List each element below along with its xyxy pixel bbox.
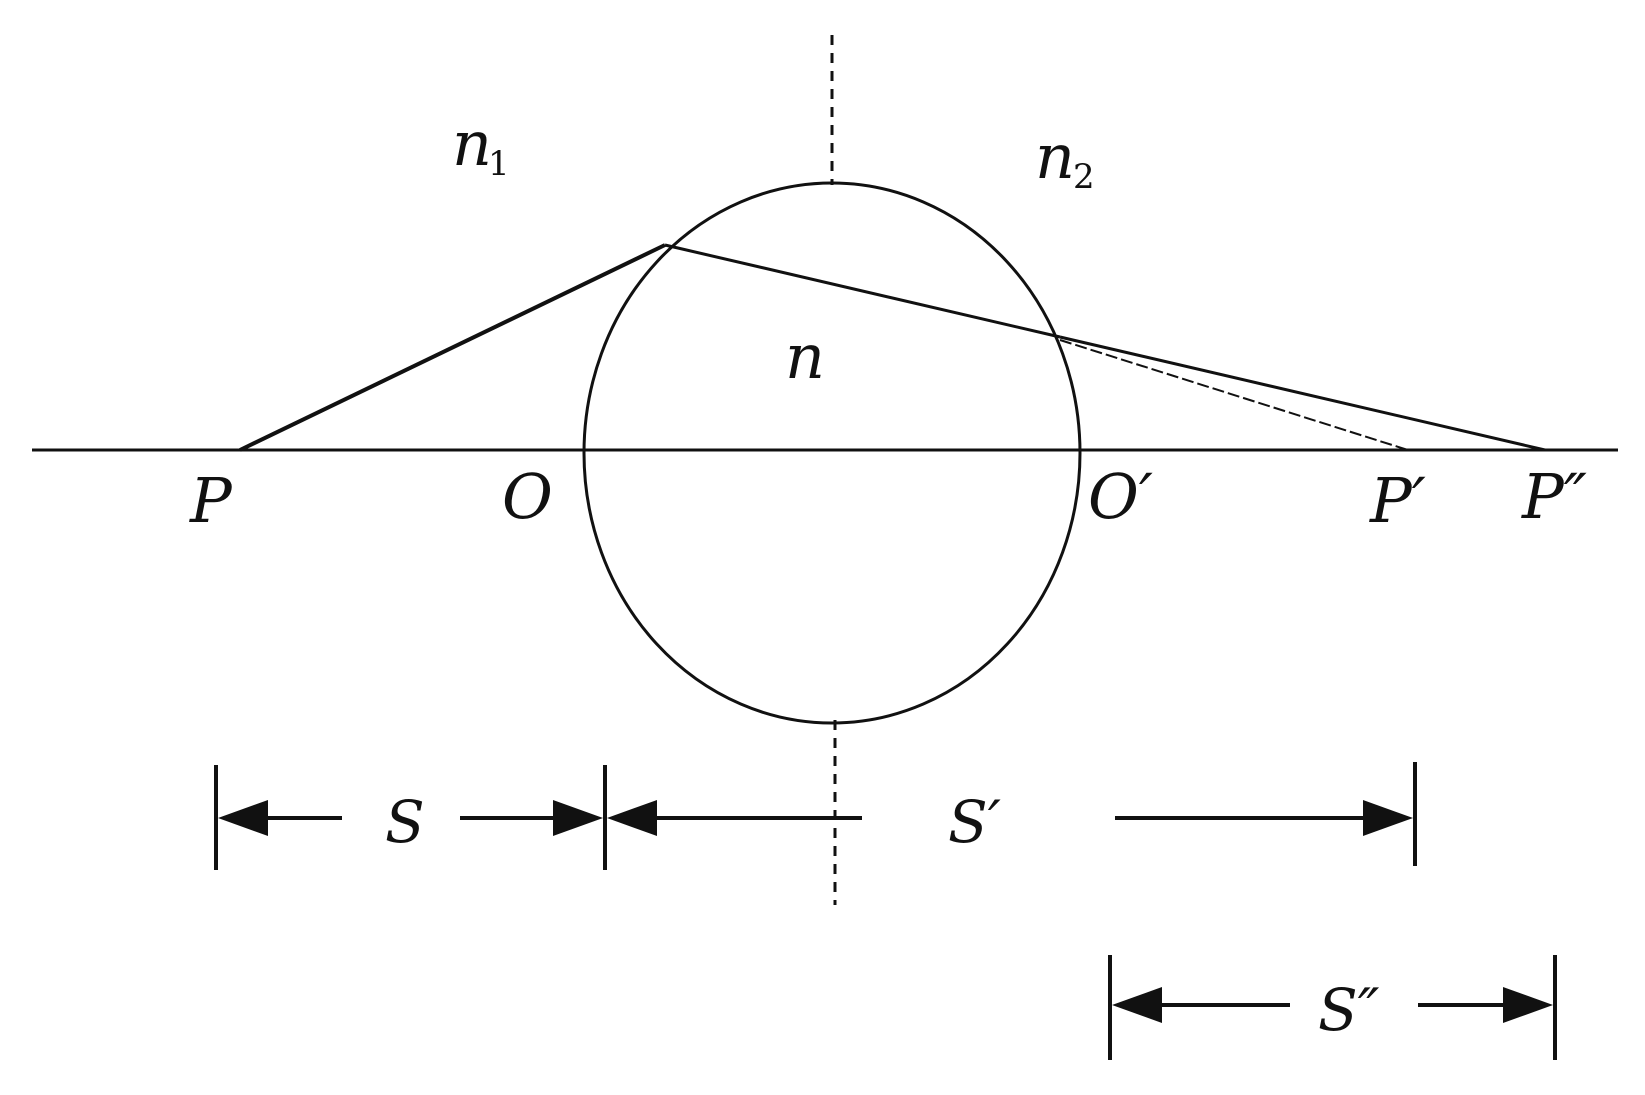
label-n1-subscript: 1: [488, 144, 510, 184]
label-S-double-prime: S″: [1318, 976, 1380, 1044]
label-point-P: P: [189, 464, 233, 537]
S-arrowhead-left: [218, 800, 268, 836]
S-arrowhead-right: [553, 800, 603, 836]
glass-sphere: [582, 181, 1082, 725]
incident-ray: [239, 243, 666, 452]
label-point-O: O: [502, 460, 553, 533]
label-n2-subscript: 2: [1073, 157, 1095, 197]
S-double-prime-arrowhead-right: [1503, 987, 1553, 1023]
intermediate-ray-to-p-prime: [1059, 339, 1409, 451]
refracted-ray-to-p-double-prime: [1059, 335, 1546, 452]
label-n1: n: [452, 107, 492, 180]
S-prime-arrowhead-right: [1363, 800, 1413, 836]
label-S: S: [385, 788, 425, 856]
label-n2: n: [1035, 120, 1075, 193]
ray-inside-sphere: [664, 243, 1061, 339]
label-S-prime: S′: [948, 788, 1001, 856]
label-point-P-prime: P′: [1369, 464, 1426, 537]
S-double-prime-arrowhead-left: [1112, 987, 1162, 1023]
label-point-O-prime: O′: [1088, 460, 1153, 533]
label-point-P-double-prime: P″: [1521, 460, 1587, 533]
label-n-sphere: n: [785, 320, 825, 393]
